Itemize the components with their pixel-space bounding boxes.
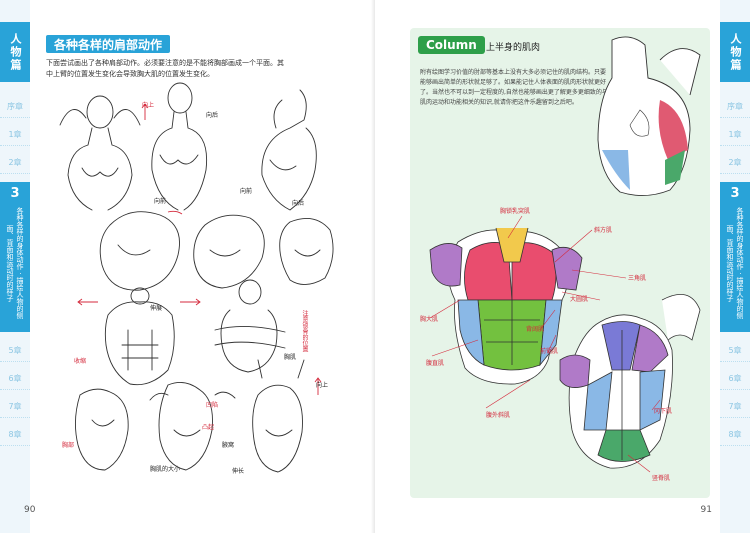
muscle-label-trapezius: 斜方肌 (594, 227, 613, 234)
left-tab-8[interactable]: 8章 (0, 424, 30, 446)
figure-2 (151, 82, 208, 211)
annotation-5: 向后 (292, 200, 305, 207)
muscle-label-sternocleidomastoid: 胸锁乳突肌 (500, 208, 531, 215)
muscle-label-rectus-abdominis: 腹直肌 (426, 360, 445, 367)
right-tab-6[interactable]: 6章 (720, 368, 750, 390)
muscle-label-external-oblique: 腹外斜肌 (486, 412, 511, 419)
figure-3 (261, 89, 317, 211)
left-active-tab[interactable]: 3 各种各样的身体动作 · 描绘人物的侧面、背面和运动时的样子 (0, 182, 30, 332)
shoulder-sketches (59, 82, 334, 473)
column-text: 附有绘图学习价值的肘部等基本上没有大多必须记住的肌肉结构。只要能够画出简单的形状… (420, 69, 608, 106)
left-tab-2[interactable]: 2章 (0, 152, 30, 174)
annotation-16: 伸长 (232, 468, 245, 475)
right-tab-1[interactable]: 1章 (720, 124, 750, 146)
annotation-12: 凸起 (202, 424, 215, 431)
muscle-figure-back (559, 314, 673, 469)
figure-11 (252, 359, 305, 473)
annotation-11: 向上 (316, 382, 329, 389)
figure-5 (193, 214, 265, 289)
muscle-label-infraspinatus: 冈下肌 (654, 408, 673, 415)
left-tab-1[interactable]: 1章 (0, 124, 30, 146)
figure-1 (59, 95, 141, 211)
annotation-9: 胸肌 (284, 354, 297, 361)
column-badge: Column (418, 36, 485, 54)
annotation-8: 注意锁骨的位置 (301, 310, 308, 352)
muscle-label-serratus-anterior: 前锯肌 (540, 348, 559, 355)
section-title: 各种各样的肩部动作 (46, 35, 171, 53)
right-active-tab-text: 各种各样的身体动作 · 描绘人物的侧面、背面和运动时的样子 (726, 207, 744, 319)
column-title: 上半身的肌肉 (486, 43, 541, 53)
right-chapter-sidebar: 人物篇 序章 1章 2章 3 各种各样的身体动作 · 描绘人物的侧面、背面和运动… (720, 0, 750, 533)
left-tab-6[interactable]: 6章 (0, 368, 30, 390)
left-tab-7[interactable]: 7章 (0, 396, 30, 418)
figure-9 (75, 388, 129, 471)
right-active-tab-number: 3 (730, 186, 740, 201)
annotation-10: 凹陷 (206, 402, 219, 409)
figure-7 (104, 287, 175, 386)
right-tab-8[interactable]: 8章 (720, 424, 750, 446)
annotation-4: 向前 (240, 188, 253, 195)
muscle-label-latissimus-dorsi: 背阔肌 (526, 326, 545, 333)
annotation-1: 向上 (142, 102, 155, 109)
muscle-figure-top (597, 36, 701, 196)
muscle-label-pectoralis-major: 胸大肌 (420, 316, 439, 323)
annotation-15: 胸肌的大小 (150, 466, 181, 473)
right-tab-2[interactable]: 2章 (720, 152, 750, 174)
left-sidebar-title: 人物篇 (0, 22, 30, 82)
right-page-number: 91 (700, 505, 712, 515)
left-tab-5[interactable]: 5章 (0, 340, 30, 362)
right-tab-0[interactable]: 序章 (720, 96, 750, 118)
right-tab-5[interactable]: 5章 (720, 340, 750, 362)
muscle-label-deltoid: 三角肌 (628, 275, 647, 282)
left-page-number: 90 (24, 505, 36, 515)
figure-8 (214, 279, 286, 373)
muscle-label-erector-spinae: 竖脊肌 (652, 475, 671, 482)
right-tab-7[interactable]: 7章 (720, 396, 750, 418)
left-active-tab-text: 各种各样的身体动作 · 描绘人物的侧面、背面和运动时的样子 (6, 207, 24, 319)
figure-10 (149, 381, 236, 471)
muscle-figure-front (429, 227, 583, 385)
right-active-tab[interactable]: 3 各种各样的身体动作 · 描绘人物的侧面、背面和运动时的样子 (720, 182, 750, 332)
annotation-14: 腋窝 (222, 442, 235, 449)
left-tab-0[interactable]: 序章 (0, 96, 30, 118)
left-page: 人物篇 序章 1章 2章 3 各种各样的身体动作 · 描绘人物的侧面、背面和运动… (0, 0, 334, 533)
muscle-label-teres-major: 大圆肌 (570, 296, 589, 303)
annotation-13: 胸部 (62, 442, 75, 449)
left-chapter-sidebar: 人物篇 序章 1章 2章 3 各种各样的身体动作 · 描绘人物的侧面、背面和运动… (0, 0, 30, 533)
left-active-tab-number: 3 (10, 186, 20, 201)
annotation-3: 向前 (154, 198, 167, 205)
annotation-2: 向后 (206, 112, 219, 119)
annotation-7: 收缩 (74, 358, 87, 365)
right-sidebar-title: 人物篇 (720, 22, 750, 82)
figure-4 (99, 211, 180, 291)
figure-6 (279, 217, 334, 285)
annotation-6: 伸展 (150, 305, 163, 312)
section-intro: 下面尝试画出了各种肩部动作。必须要注意的是不能将胸部画成一个平面。其中上臂的位置… (46, 59, 284, 78)
